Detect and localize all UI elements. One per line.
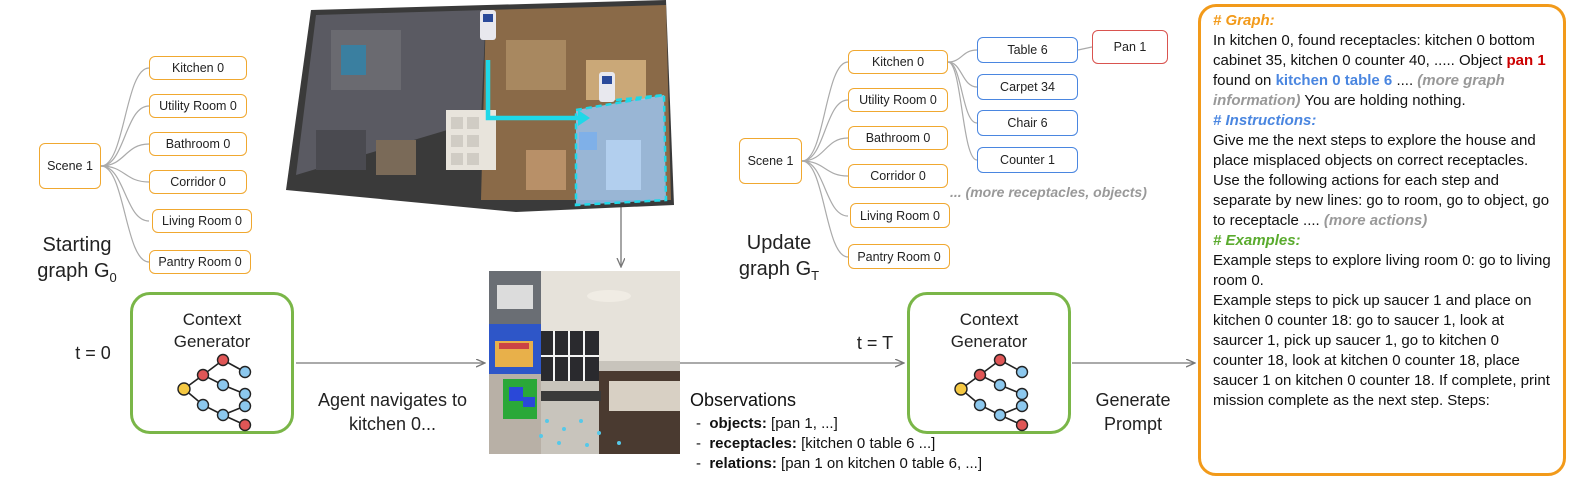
observation-value: [pan 1, ...] [766, 415, 838, 432]
graph-text: In kitchen 0, found receptacles: kitchen… [1213, 31, 1553, 111]
receptacle-node: Carpet 34 [977, 74, 1078, 100]
graph-text-4: You are holding nothing. [1300, 92, 1466, 109]
right-room-node: Living Room 0 [850, 203, 950, 228]
left-caption-main: graph G [37, 260, 110, 282]
example-1: Example steps to explore living room 0: … [1213, 252, 1551, 289]
right-caption-sub: T [811, 268, 820, 283]
right-room-node: Bathroom 0 [848, 126, 948, 150]
observation-value: [pan 1 on kitchen 0 table 6, ...] [776, 455, 982, 472]
object-node: Pan 1 [1092, 30, 1168, 64]
prompt-box: # Graph: In kitchen 0, found receptacles… [1198, 4, 1566, 476]
graph-text-3: .... [1392, 72, 1418, 89]
right-scene-node: Scene 1 [739, 138, 802, 184]
observation-item: - objects: [pan 1, ...] [696, 415, 838, 432]
generator-title-line1: Context [959, 310, 1019, 329]
right-room-node: Kitchen 0 [848, 50, 948, 74]
right-tree-edges [801, 46, 1093, 258]
left-room-node: Kitchen 0 [149, 56, 247, 80]
graph-header: # Graph: [1213, 12, 1275, 29]
generator-title-line2: Generator [950, 332, 1028, 351]
graph-object: pan 1 [1506, 52, 1546, 69]
graph-text-2: found on [1213, 72, 1276, 89]
observations-title: Observations [690, 390, 797, 410]
left-room-node: Utility Room 0 [149, 94, 247, 118]
graph-receptacle: kitchen 0 table 6 [1275, 72, 1393, 89]
observation-value: [kitchen 0 table 6 ...] [796, 435, 936, 452]
floor-plan-image [286, 0, 674, 212]
generate-line1: Generate [1095, 390, 1171, 410]
observation-item: - receptacles: [kitchen 0 table 6 ...] [696, 435, 936, 452]
left-room-node: Corridor 0 [149, 170, 247, 194]
observation-key: relations: [709, 455, 777, 472]
time-label-left: t = 0 [75, 343, 111, 363]
left-graph-caption: Starting graph G0 [22, 232, 132, 291]
instructions-more: (more actions) [1323, 212, 1428, 229]
camera-observation-image [489, 271, 680, 454]
tree-graph-icon [177, 353, 252, 432]
time-label-right: t = T [856, 333, 894, 353]
right-caption-main: graph G [738, 258, 812, 280]
navigate-line1: Agent navigates to [317, 390, 468, 410]
tree-graph-icon [954, 353, 1029, 432]
instructions-header: # Instructions: [1213, 112, 1317, 129]
generator-title-line1: Context [182, 310, 242, 329]
graph-more: (more graph information) [1213, 72, 1505, 109]
instructions-body: Give me the next steps to explore the ho… [1213, 132, 1550, 229]
right-room-node: Pantry Room 0 [848, 244, 950, 269]
generate-label: Generate Prompt [1080, 388, 1186, 436]
observations-block: Observations - objects: [pan 1, ...] - r… [690, 388, 982, 474]
context-generator-right: Context Generator [907, 292, 1071, 434]
left-tree-edges [100, 67, 150, 263]
navigate-label: Agent navigates to kitchen 0... [300, 388, 485, 436]
left-room-node: Pantry Room 0 [149, 250, 251, 274]
left-scene-node: Scene 1 [39, 143, 101, 189]
right-graph-caption: Update graph GT [724, 230, 834, 289]
receptacle-node: Table 6 [977, 37, 1078, 63]
receptacle-node: Counter 1 [977, 147, 1078, 173]
left-caption-sub: 0 [109, 270, 117, 285]
generate-line2: Prompt [1103, 414, 1163, 434]
left-room-node: Bathroom 0 [149, 132, 247, 156]
instructions-text: Give me the next steps to explore the ho… [1213, 131, 1553, 231]
observation-item: - relations: [pan 1 on kitchen 0 table 6… [696, 455, 982, 472]
example-2: Example steps to pick up saucer 1 and pl… [1213, 292, 1550, 409]
right-room-node: Corridor 0 [848, 164, 948, 188]
right-caption-line1: Update [746, 232, 812, 254]
right-caption-line2: graph GT [724, 256, 834, 289]
receptacle-node: Chair 6 [977, 110, 1078, 136]
observation-key: objects: [709, 415, 767, 432]
examples-header: # Examples: [1213, 232, 1301, 249]
left-caption-line1: Starting [42, 234, 112, 256]
navigate-line2: kitchen 0... [348, 414, 437, 434]
generator-title-line2: Generator [173, 332, 251, 351]
right-room-node: Utility Room 0 [848, 88, 948, 112]
left-caption-line2: graph G0 [22, 258, 132, 291]
more-receptacles-text: ... (more receptacles, objects) [950, 184, 1147, 200]
left-room-node: Living Room 0 [152, 209, 252, 233]
graph-text-1: In kitchen 0, found receptacles: kitchen… [1213, 32, 1535, 69]
observation-key: receptacles: [709, 435, 797, 452]
context-generator-left: Context Generator [130, 292, 294, 434]
